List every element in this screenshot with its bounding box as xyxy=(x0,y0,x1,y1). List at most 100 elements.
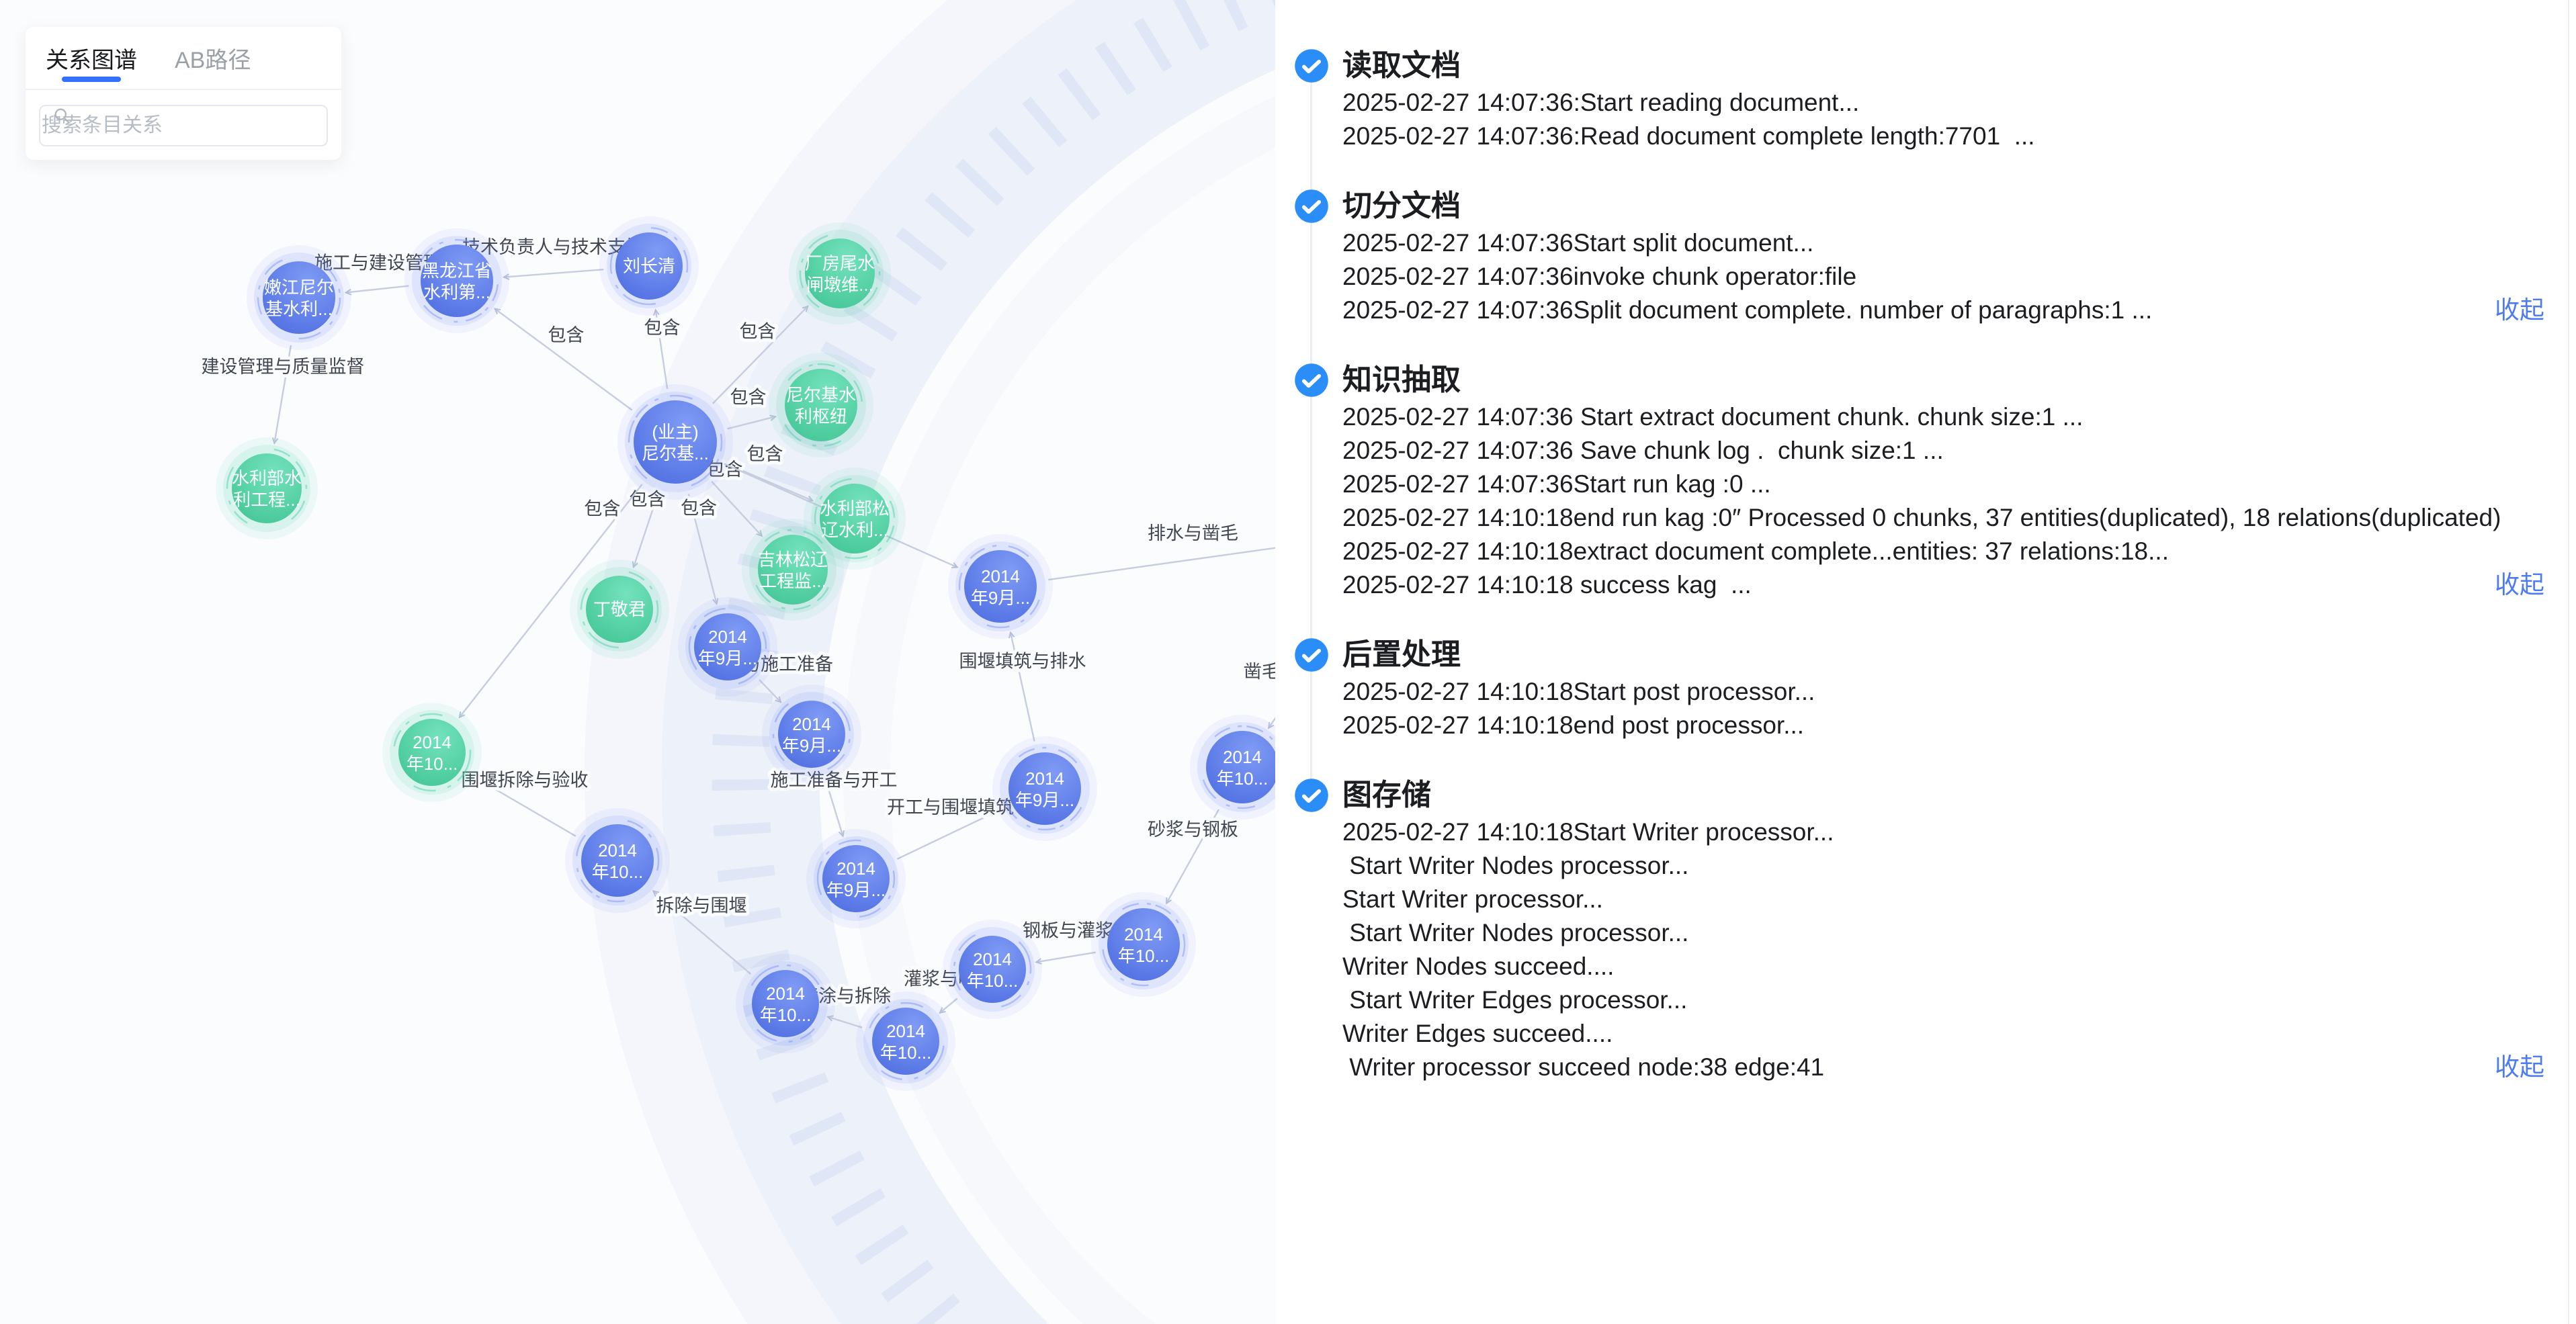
graph-edge xyxy=(502,269,604,280)
edge-label: 包含 xyxy=(681,498,717,518)
graph-node[interactable]: 2014年10... xyxy=(382,703,482,802)
graph-edge xyxy=(271,345,292,445)
node-label: 2014 xyxy=(413,732,452,752)
collapse-link[interactable]: 收起 xyxy=(2495,1053,2544,1081)
graph-node[interactable]: 2014年9月... xyxy=(759,682,864,787)
node-label: 2014 xyxy=(973,949,1012,969)
graph-node[interactable]: 2014年10... xyxy=(732,950,839,1057)
search-input[interactable] xyxy=(40,114,327,138)
graph-toolbar-card: 关系图谱 AB路径 xyxy=(26,27,341,160)
graph-node[interactable]: 黑龙江省水利第... xyxy=(400,224,515,339)
graph-node[interactable]: 2014年10... xyxy=(1091,892,1196,997)
tab-ab-path[interactable]: AB路径 xyxy=(175,27,251,89)
graph-node[interactable]: 2014年9月... xyxy=(806,829,906,928)
edge-label: 砂浆与钢板 xyxy=(1148,820,1238,840)
node-label: 年9月... xyxy=(782,736,841,756)
node-label: 年10... xyxy=(1118,946,1170,966)
edge-label: 包含 xyxy=(730,388,767,408)
tab-label: 关系图谱 xyxy=(46,47,137,73)
edge-label: 包含 xyxy=(644,318,681,338)
graph-edge xyxy=(652,890,752,975)
graph-node[interactable]: 水利部水利工程... xyxy=(211,433,323,545)
step-title: 后置处理 xyxy=(1342,638,1461,671)
edge-label: 围堰填筑与排水 xyxy=(959,652,1086,672)
node-label: 2014 xyxy=(598,840,637,860)
graph-node[interactable]: 嫩江尼尔基水利... xyxy=(247,245,351,350)
graph-node[interactable]: (业主)尼尔基... xyxy=(611,378,739,506)
node-label: 黑龙江省 xyxy=(422,261,492,281)
timeline-connector xyxy=(1310,66,1312,797)
graph-edge xyxy=(493,308,633,411)
graph-node[interactable]: 吉林松辽工程监... xyxy=(740,517,846,623)
search-box[interactable] xyxy=(39,105,328,146)
edge-label: 包含 xyxy=(548,325,585,345)
node-label: 2014 xyxy=(981,566,1020,586)
edge-label: 技术负责人与技术支持 xyxy=(462,237,644,257)
node-label: 水利部松 xyxy=(820,498,890,519)
node-label: 闸墩维... xyxy=(806,275,873,295)
graph-edge xyxy=(724,462,814,502)
graph-node[interactable]: 2014年9月... xyxy=(943,529,1058,644)
graph-edge xyxy=(712,305,809,404)
check-circle-icon xyxy=(1293,637,1330,673)
graph-node[interactable]: 2014年9月... xyxy=(992,736,1097,841)
graph-edge xyxy=(687,494,719,606)
graph-node[interactable]: 2014年9月... xyxy=(678,597,777,697)
node-label: 2014 xyxy=(1124,924,1163,944)
pipeline-step: 后置处理 2025-02-27 14:10:18Start post proces… xyxy=(1293,637,2576,742)
node-label: 年9月... xyxy=(826,880,886,900)
tab-relation-graph[interactable]: 关系图谱 xyxy=(46,27,137,89)
edge-label: 包含 xyxy=(630,490,666,510)
decor-ring xyxy=(585,0,1275,1324)
collapse-link[interactable]: 收起 xyxy=(2495,296,2544,324)
graph-node[interactable]: 水利部松辽水利... xyxy=(804,468,906,570)
graph-edge xyxy=(1048,547,1275,581)
node-label: 辽水利... xyxy=(821,520,888,540)
log-line: 2025-02-27 14:07:36 Save chunk log . chu… xyxy=(1342,437,1944,464)
graph-edge xyxy=(711,481,763,537)
edge-layer: 施工与建设管理技术负责人与技术支持建设管理与质量监督包含包含包含包含包含包含包含… xyxy=(198,234,1275,1028)
knowledge-graph-canvas[interactable]: 施工与建设管理技术负责人与技术支持建设管理与质量监督包含包含包含包含包含包含包含… xyxy=(0,0,1275,1324)
edge-label: 建设管理与质量监督 xyxy=(202,357,365,377)
node-label: (业主) xyxy=(652,422,698,442)
graph-edge xyxy=(653,308,669,390)
log-line: Writer processor succeed node:38 edge:41 xyxy=(1342,1053,1825,1081)
active-tab-inkbar xyxy=(62,77,121,82)
log-line: 2025-02-27 14:10:18end post processor... xyxy=(1342,711,1805,739)
step-title: 图存储 xyxy=(1342,779,1431,811)
graph-node[interactable]: 丁敬君 xyxy=(568,558,671,660)
graph-tabs: 关系图谱 AB路径 xyxy=(26,27,341,90)
edge-label: 拆除与围堰 xyxy=(656,896,747,916)
collapse-link[interactable]: 收起 xyxy=(2495,571,2544,599)
node-label: 年10... xyxy=(592,862,644,882)
log-line: 2025-02-27 14:10:18Start post processor.… xyxy=(1342,678,1815,705)
scrollbar-track[interactable] xyxy=(2568,0,2569,1324)
graph-node[interactable]: 2014年10... xyxy=(853,988,959,1094)
edge-label: 施工与建设管理 xyxy=(314,253,441,273)
log-line: Writer Edges succeed.... xyxy=(1342,1020,1613,1047)
node-label: 2014 xyxy=(766,983,805,1004)
graph-edge xyxy=(469,774,576,837)
node-label: 利枢纽 xyxy=(795,406,847,427)
log-line: Start Writer Nodes processor... xyxy=(1342,852,1689,879)
search-icon xyxy=(54,108,70,124)
node-label: 2014 xyxy=(1025,768,1064,789)
node-label: 丁敬君 xyxy=(593,599,646,619)
graph-node[interactable]: 2014年10... xyxy=(1190,715,1275,820)
node-label: 年9月... xyxy=(971,588,1030,608)
graph-edge xyxy=(896,808,1004,860)
log-line: Writer Nodes succeed.... xyxy=(1342,953,1615,980)
graph-node[interactable]: 2014年10... xyxy=(943,920,1042,1019)
node-label: 吉林松辽 xyxy=(758,549,828,570)
node-label: 基水利... xyxy=(265,299,333,319)
graph-node[interactable]: 厂房尾水闸墩维... xyxy=(789,222,891,324)
step-title: 读取文档 xyxy=(1342,49,1461,82)
graph-node[interactable]: 2014年10... xyxy=(560,803,675,918)
edge-label: 排水与凿毛 xyxy=(1148,523,1238,543)
graph-node[interactable]: 刘长清 xyxy=(599,216,699,316)
